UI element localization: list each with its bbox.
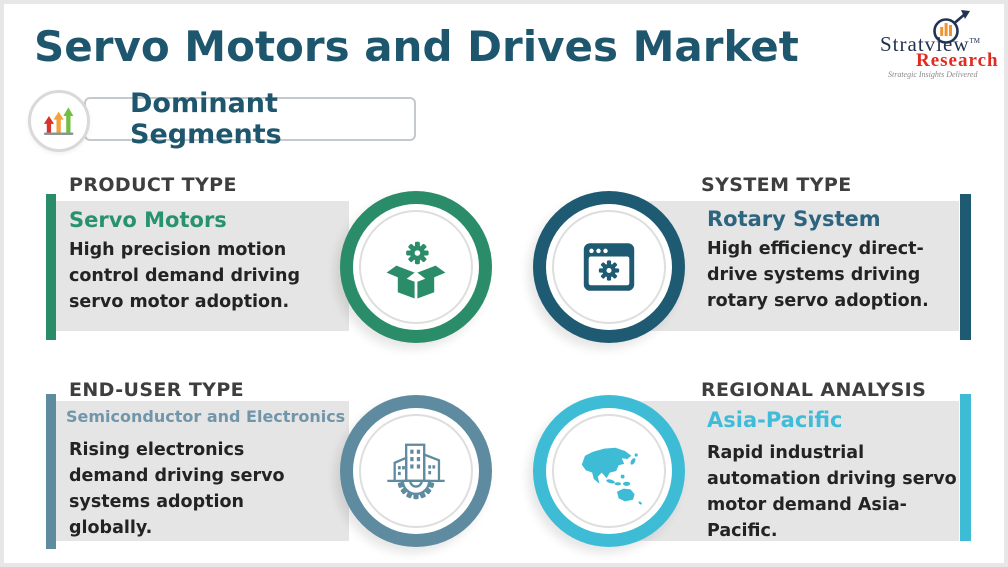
quadrant-heading: END-USER TYPE xyxy=(69,379,245,401)
accent-bar xyxy=(960,194,971,340)
growth-arrows-glyph xyxy=(43,107,74,136)
page-title: Servo Motors and Drives Market xyxy=(34,22,799,71)
quadrant-end-user-type: END-USER TYPE Semiconductor and Electron… xyxy=(46,379,492,559)
logo-tagline: Strategic Insights Delivered xyxy=(888,70,978,79)
quadrant-body-text: High precision motion control demand dri… xyxy=(69,240,301,312)
logo-brand-text: StratviewTM xyxy=(880,32,980,56)
growth-arrows-icon xyxy=(28,90,90,152)
quadrant-icon-circle xyxy=(533,395,685,547)
quadrant-system-type: SYSTEM TYPE Rotary System High efficienc… xyxy=(533,174,971,352)
accent-bar xyxy=(46,194,56,340)
quadrant-body-text: High efficiency direct-drive systems dri… xyxy=(707,239,929,311)
quadrant-subtitle: Asia-Pacific xyxy=(707,408,843,432)
quadrant-regional-analysis: REGIONAL ANALYSIS Asia-Pacific Rapid ind… xyxy=(533,379,971,559)
quadrant-card xyxy=(56,401,349,541)
browser-gear-icon xyxy=(583,243,635,291)
quadrant-heading: REGIONAL ANALYSIS xyxy=(701,379,927,401)
quadrant-body-text: Rapid industrial automation driving serv… xyxy=(707,443,957,541)
quadrant-card xyxy=(56,201,349,331)
quadrant-product-type: PRODUCT TYPE Servo Motors High precision… xyxy=(46,174,492,352)
quadrant-subtitle: Rotary System xyxy=(707,207,881,231)
open-box-gear-icon xyxy=(386,241,446,299)
quadrant-subtitle: Servo Motors xyxy=(69,208,227,232)
asia-pacific-map-icon xyxy=(581,447,642,505)
quadrant-subtitle: Semiconductor and Electronics xyxy=(66,407,346,426)
badge-label: Dominant Segments xyxy=(84,88,416,150)
magnifier-growth-icon xyxy=(933,10,970,44)
quadrant-icon-circle xyxy=(340,191,492,343)
quadrant-icon-circle xyxy=(533,191,685,343)
quadrant-icon-circle xyxy=(340,395,492,547)
buildings-gear-icon xyxy=(387,443,445,500)
stratview-research-logo: StratviewTM Research Strategic Insights … xyxy=(878,10,1004,80)
logo-sub-brand-text: Research xyxy=(916,50,999,71)
quadrant-body-text: Rising electronics demand driving servo … xyxy=(69,440,285,538)
logo-tm: TM xyxy=(969,37,980,45)
accent-bar xyxy=(46,394,56,549)
quadrant-heading: SYSTEM TYPE xyxy=(701,174,852,196)
quadrant-heading: PRODUCT TYPE xyxy=(69,174,237,196)
accent-bar xyxy=(960,394,971,541)
